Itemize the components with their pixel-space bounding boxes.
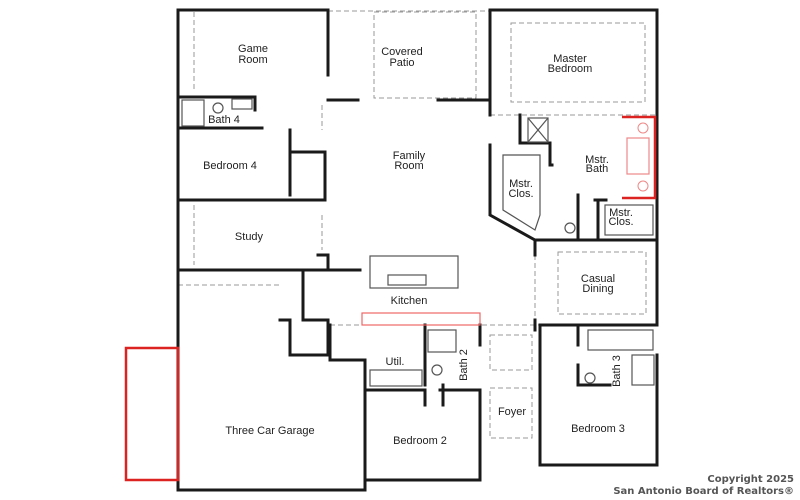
- highlights: [124, 115, 657, 482]
- label-bath-4: Bath 4: [208, 114, 240, 126]
- walls: [176, 8, 659, 492]
- label-mstr-clos-left: Mstr.Clos.: [508, 178, 533, 200]
- label-bedroom-3: Bedroom 3: [571, 423, 625, 435]
- label-bedroom-4: Bedroom 4: [203, 160, 257, 172]
- copyright-owner: San Antonio Board of Realtors®: [613, 486, 794, 497]
- label-kitchen: Kitchen: [391, 295, 428, 307]
- label-foyer: Foyer: [498, 406, 526, 418]
- fixtures: [181, 98, 655, 387]
- label-bedroom-2: Bedroom 2: [393, 435, 447, 447]
- label-mstr-bath: Mstr.Bath: [585, 154, 609, 175]
- label-mstr-clos-right: Mstr.Clos.: [608, 207, 633, 228]
- label-three-car-garage: Three Car Garage: [225, 425, 314, 437]
- copyright-line: Copyright 2025: [707, 474, 794, 485]
- label-study: Study: [235, 231, 264, 243]
- label-util: Util.: [386, 356, 405, 368]
- dashed-lines: [178, 10, 657, 439]
- copyright-watermark: Copyright 2025 San Antonio Board of Real…: [613, 474, 794, 498]
- label-bath-2: Bath 2: [458, 349, 470, 381]
- label-bath-3: Bath 3: [611, 355, 623, 387]
